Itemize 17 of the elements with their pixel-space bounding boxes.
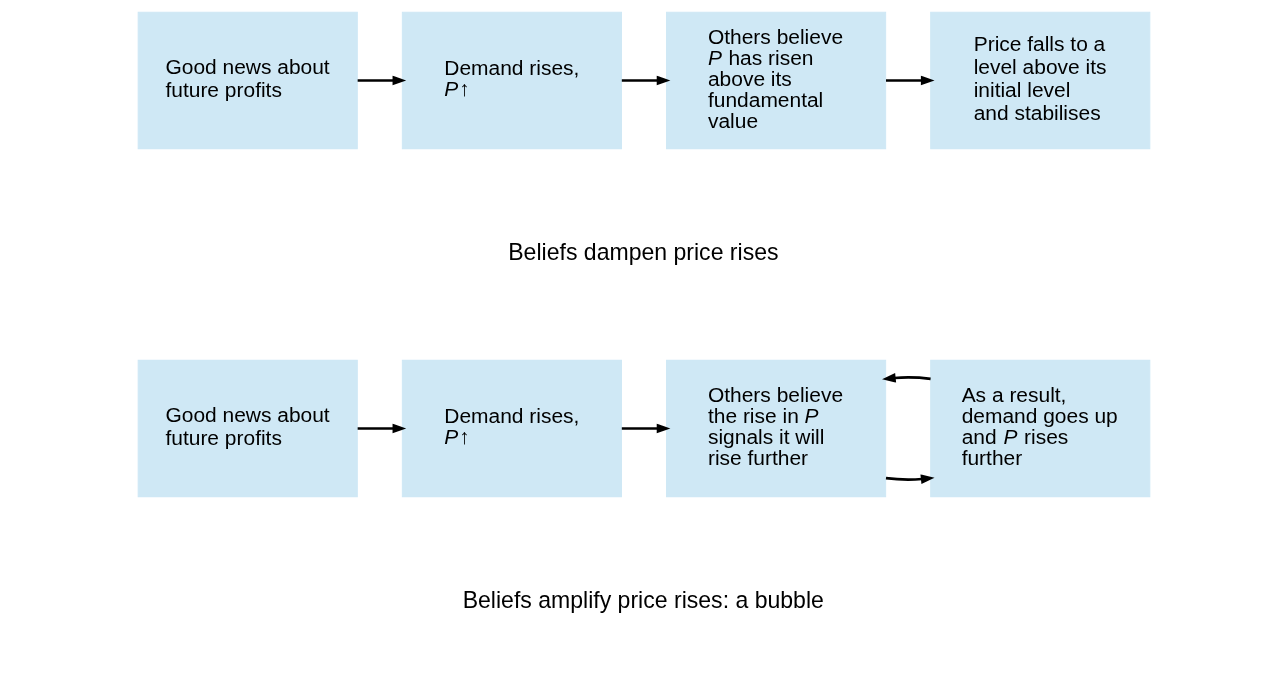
arrow — [882, 373, 931, 383]
node-box: Demand rises, P↑ — [401, 11, 622, 150]
node-box: As a result, demand goes up and P rises further — [930, 359, 1151, 498]
node-box: Good news about future profits — [137, 359, 358, 498]
node-box: Demand rises, P↑ — [401, 359, 622, 498]
node-box: Others believe P has risen above its fundamental value — [666, 11, 887, 150]
label: Beliefs dampen price rises — [508, 239, 779, 266]
label: Beliefs amplify price rises: a bubble — [462, 587, 824, 614]
arrow — [621, 75, 671, 86]
arrow — [885, 474, 935, 484]
node-box: Good news about future profits — [137, 11, 358, 150]
node-box: Price falls to a level above its initial level and stabilises — [930, 11, 1151, 150]
arrow — [886, 75, 935, 86]
arrow — [357, 423, 407, 434]
arrow — [621, 423, 671, 434]
arrow — [357, 75, 407, 86]
node-box: Others believe the rise in P signals it will rise further — [666, 359, 887, 498]
